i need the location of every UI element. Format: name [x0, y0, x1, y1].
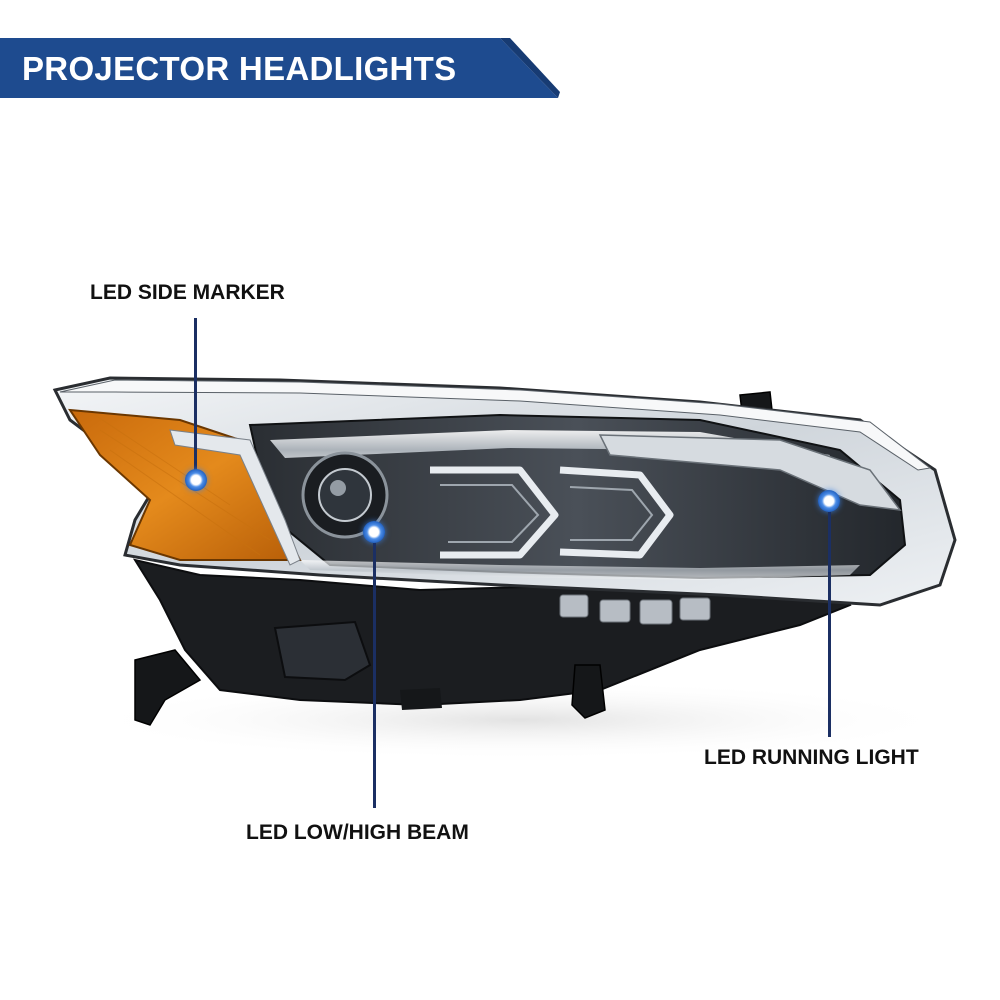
callout-label-low-high-beam: LED LOW/HIGH BEAM	[246, 821, 469, 844]
banner-shape	[0, 38, 560, 98]
title-banner: PROJECTOR HEADLIGHTS	[0, 38, 560, 98]
leader-line-side-marker	[194, 318, 197, 478]
leader-line-running-light	[828, 512, 831, 737]
callout-label-side-marker: LED SIDE MARKER	[90, 281, 285, 304]
callout-label-running-light: LED RUNNING LIGHT	[704, 746, 919, 769]
hotspot-low-high-beam	[363, 521, 385, 543]
hotspot-side-marker	[185, 469, 207, 491]
leader-line-low-high-beam	[373, 543, 376, 808]
hotspot-running-light	[818, 490, 840, 512]
banner-title: PROJECTOR HEADLIGHTS	[22, 50, 457, 87]
